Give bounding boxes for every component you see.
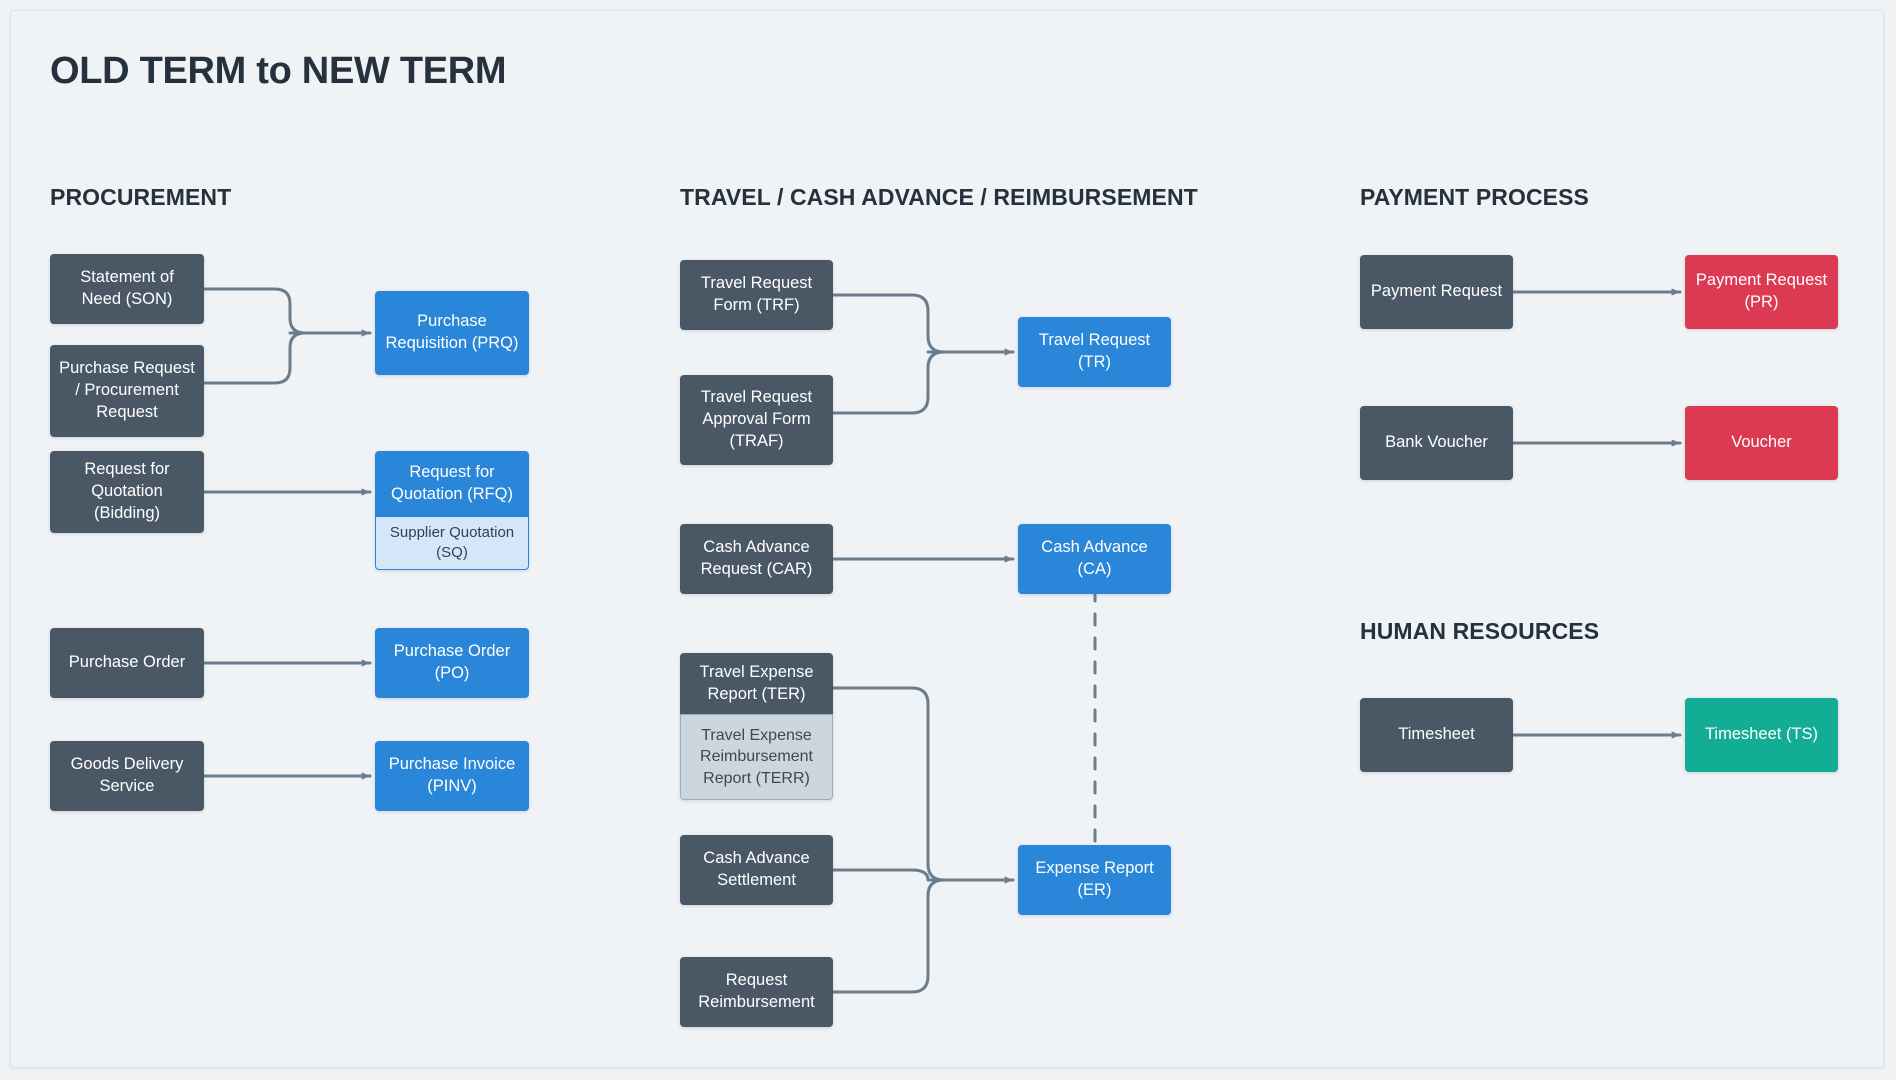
section-heading-procurement: PROCUREMENT	[50, 184, 232, 210]
node-payment-request-old[interactable]: Payment Request	[1360, 255, 1513, 329]
node-supplier-quotation-sq[interactable]: Supplier Quotation(SQ)	[375, 516, 529, 570]
node-timesheet-ts[interactable]: Timesheet (TS)	[1685, 698, 1838, 772]
node-voucher[interactable]: Voucher	[1685, 406, 1838, 480]
node-bank-voucher[interactable]: Bank Voucher	[1360, 406, 1513, 480]
node-purchase-order-po[interactable]: Purchase Order(PO)	[375, 628, 529, 698]
node-purchase-order-old[interactable]: Purchase Order	[50, 628, 204, 698]
section-heading-payment: PAYMENT PROCESS	[1360, 184, 1589, 210]
page-title: OLD TERM to NEW TERM	[50, 50, 507, 92]
node-travel-request-tr[interactable]: Travel Request(TR)	[1018, 317, 1171, 387]
node-timesheet-old[interactable]: Timesheet	[1360, 698, 1513, 772]
section-heading-travel: TRAVEL / CASH ADVANCE / REIMBURSEMENT	[680, 184, 1198, 210]
node-payment-request-pr[interactable]: Payment Request(PR)	[1685, 255, 1838, 329]
node-purchase-invoice-pinv[interactable]: Purchase Invoice(PINV)	[375, 741, 529, 811]
section-heading-hr: HUMAN RESOURCES	[1360, 618, 1600, 644]
diagram-card	[10, 10, 1884, 1068]
node-cash-advance-ca[interactable]: Cash Advance (CA)	[1018, 524, 1171, 594]
node-expense-report-er[interactable]: Expense Report(ER)	[1018, 845, 1171, 915]
